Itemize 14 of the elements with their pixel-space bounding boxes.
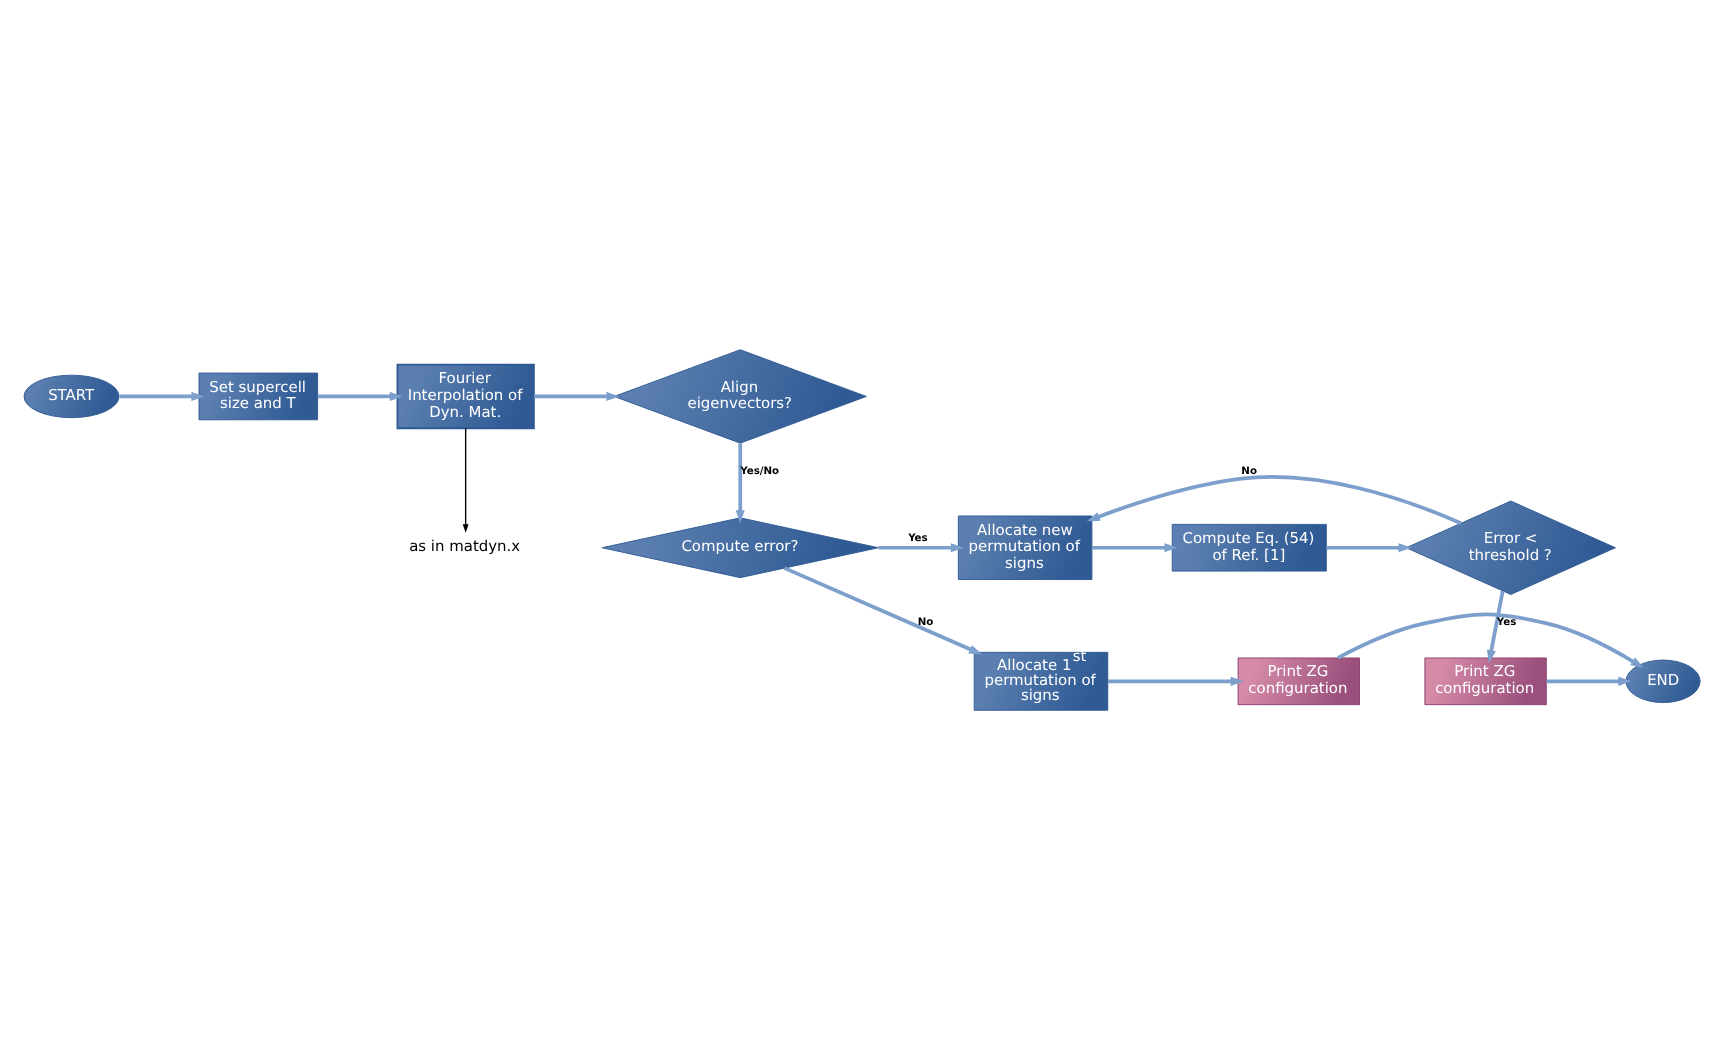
arrow xyxy=(1337,612,1644,669)
arrow xyxy=(534,391,620,402)
arrow xyxy=(1546,676,1632,686)
arrow xyxy=(735,443,745,524)
arrow xyxy=(317,391,403,402)
arrow xyxy=(462,427,469,533)
arrow xyxy=(1092,543,1178,553)
arrow xyxy=(1086,475,1462,525)
arrow xyxy=(783,566,983,655)
arrow xyxy=(878,543,964,553)
arrow xyxy=(1326,543,1412,553)
arrow xyxy=(1486,590,1505,664)
arrow xyxy=(119,391,205,402)
arrow xyxy=(1108,676,1244,686)
